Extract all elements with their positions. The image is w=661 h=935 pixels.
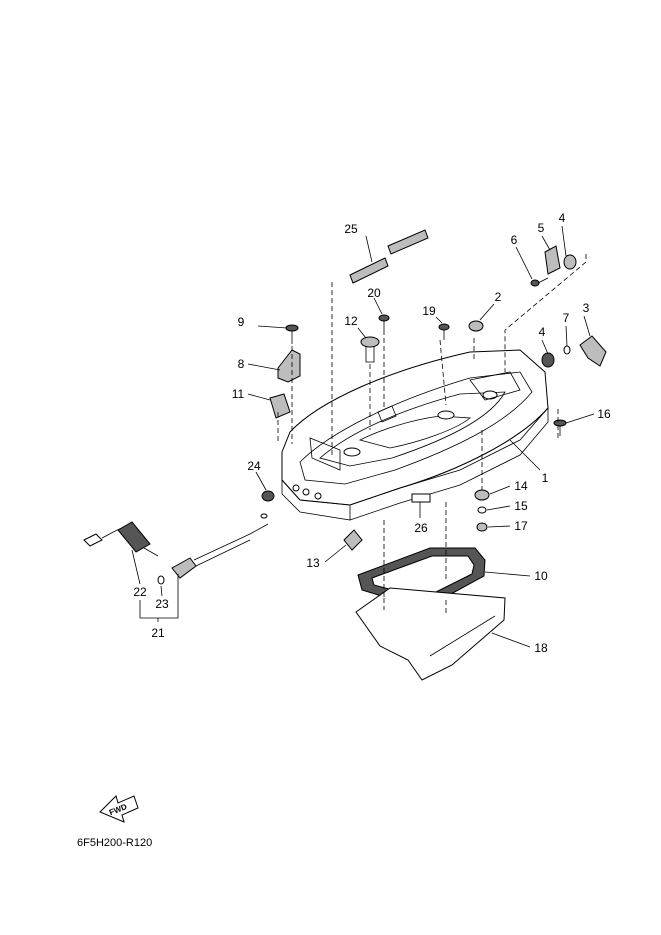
- callout-11: 11: [232, 387, 245, 401]
- grommet-2: [468, 320, 484, 332]
- collar-15: [477, 506, 487, 514]
- callout-22: 22: [133, 585, 147, 599]
- bottom-cowling: [281, 349, 549, 521]
- callout-12: 12: [344, 314, 358, 328]
- lever-3: [579, 335, 607, 367]
- callout-labels: 1 2 3 4 4 5 6 7 8 9 10 11 12 13 14 15 16…: [133, 211, 611, 655]
- drawing-code: 6F5H200-R120: [77, 837, 152, 849]
- callout-1: 1: [542, 471, 549, 485]
- callout-19: 19: [422, 304, 436, 318]
- fwd-arrow-icon: FWD: [99, 795, 139, 823]
- grommet-4-top: [563, 254, 577, 270]
- callout-13: 13: [306, 556, 320, 570]
- washer-7: [563, 345, 571, 355]
- grommet-4-lower: [541, 352, 555, 368]
- callout-24: 24: [247, 459, 261, 473]
- callout-2: 2: [495, 290, 502, 304]
- callout-18: 18: [534, 641, 548, 655]
- screw-20: [378, 314, 390, 330]
- screw-19: [438, 323, 450, 340]
- callout-14: 14: [514, 479, 528, 493]
- seal-10: [357, 547, 486, 601]
- stop-switch-lanyard: [83, 513, 269, 585]
- callout-20: 20: [367, 286, 381, 300]
- cap-24: [261, 490, 275, 502]
- callout-16: 16: [597, 407, 611, 421]
- clip-13: [343, 529, 363, 551]
- callout-6: 6: [511, 233, 518, 247]
- callout-21: 21: [151, 626, 165, 640]
- grommet-14: [474, 489, 490, 501]
- callout-15: 15: [514, 499, 528, 513]
- callout-25: 25: [344, 222, 358, 236]
- callout-26: 26: [414, 521, 428, 535]
- callout-23: 23: [155, 597, 169, 611]
- callout-8: 8: [238, 357, 245, 371]
- seal-18: [355, 587, 506, 681]
- bolt-9: [285, 324, 299, 344]
- screw-16: [553, 419, 567, 436]
- nut-17: [476, 522, 488, 532]
- callout-9: 9: [238, 315, 245, 329]
- bracket-5: [544, 245, 561, 275]
- callout-3: 3: [583, 301, 590, 315]
- grommet-25: [349, 229, 429, 284]
- leader-lines: [131, 225, 595, 648]
- bracket-8: [277, 349, 301, 383]
- callout-4-top: 4: [559, 211, 566, 225]
- callout-7: 7: [563, 311, 570, 325]
- callout-17: 17: [514, 519, 528, 533]
- plug-12: [360, 336, 380, 363]
- callout-5: 5: [538, 221, 545, 235]
- bolt-6: [530, 277, 549, 287]
- clip-11: [269, 393, 291, 419]
- callout-4-lower: 4: [539, 325, 546, 339]
- callout-10: 10: [534, 569, 548, 583]
